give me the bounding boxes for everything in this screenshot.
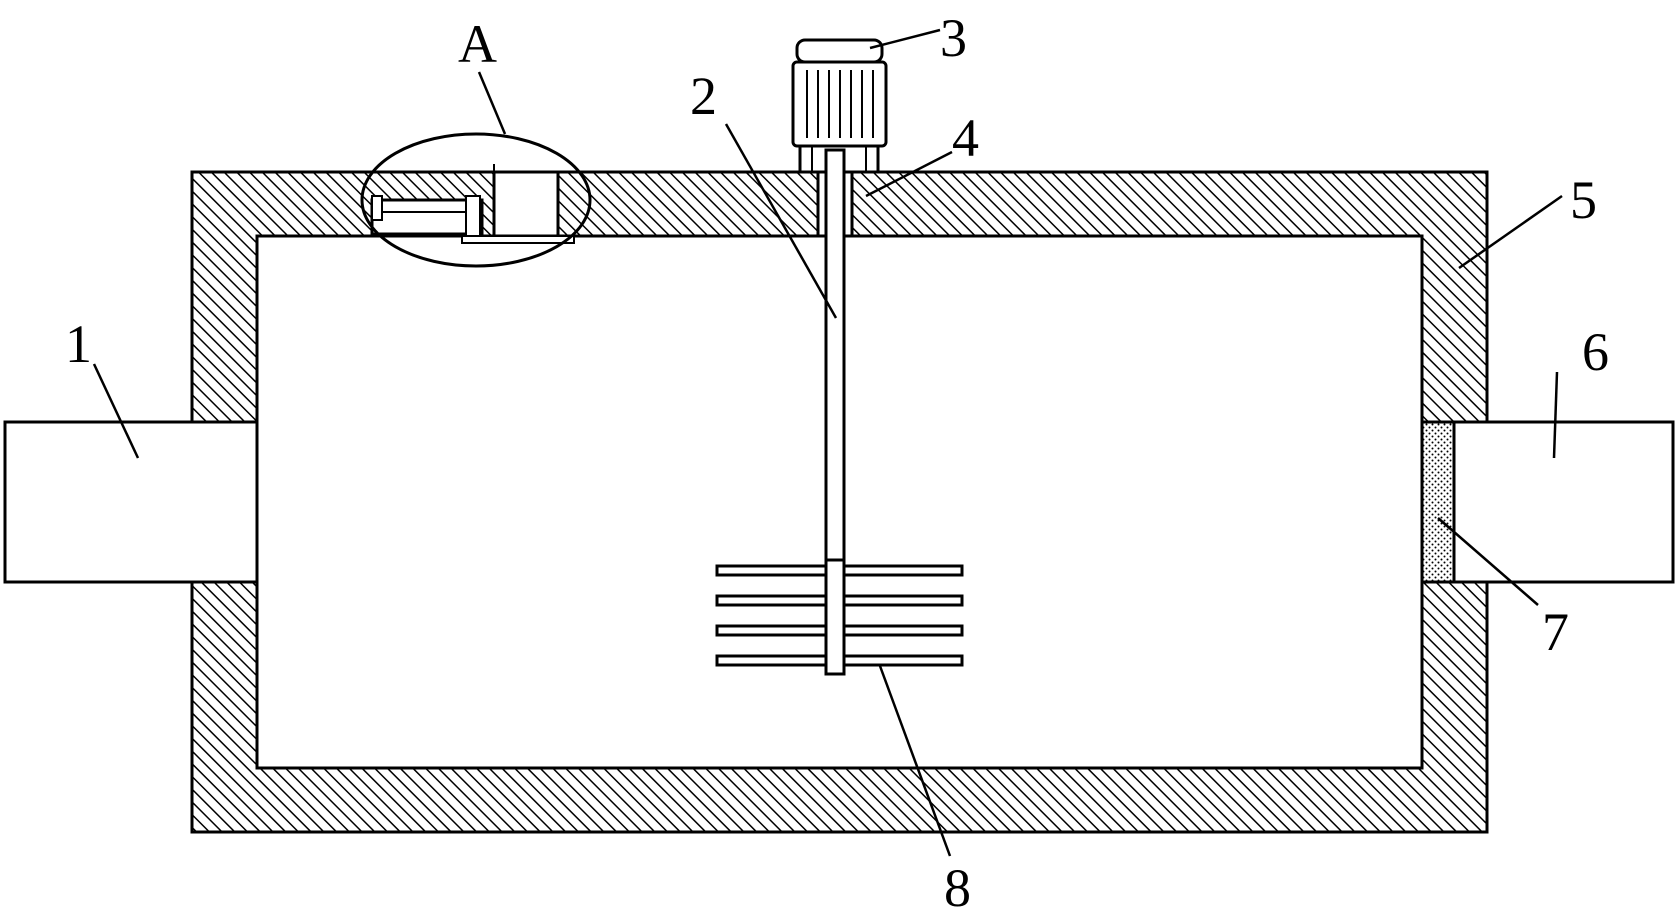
label-bearing: 4 [952,108,979,168]
leader-outlet [1552,371,1559,459]
label-shaft: 2 [690,66,717,126]
label-housing: 5 [1570,170,1597,230]
stirring-blades [715,558,964,676]
leader-blades [878,665,952,857]
label-inlet: 1 [65,314,92,374]
label-detail: A [458,14,497,74]
inlet-pipe [3,420,259,584]
leader-motor [869,28,941,50]
detail-a-mechanism [360,132,592,268]
leader-detail [477,71,507,135]
label-blades: 8 [944,858,971,918]
leader-inlet [92,363,140,459]
label-motor: 3 [940,8,967,68]
leader-shaft [724,123,838,319]
label-outlet: 6 [1582,322,1609,382]
leader-housing [1458,194,1563,270]
filter-screen [1420,420,1456,584]
leader-lines [92,28,1563,857]
leader-filter [1437,517,1539,606]
outlet-pipe [1422,420,1675,584]
leader-bearing [865,150,953,198]
tank-housing [190,170,1489,834]
label-filter: 7 [1542,602,1569,662]
